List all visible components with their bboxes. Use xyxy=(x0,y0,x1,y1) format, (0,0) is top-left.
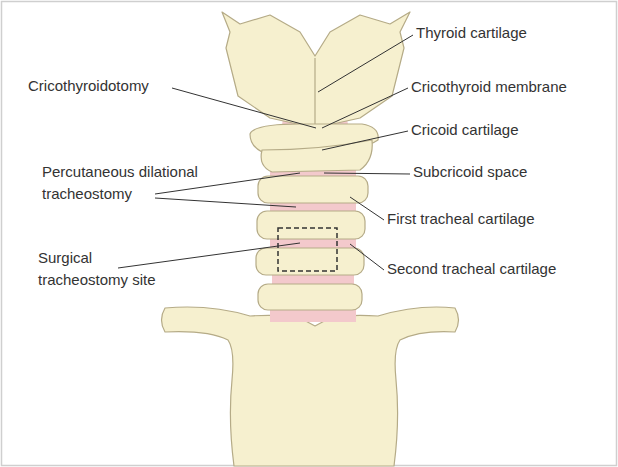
thyroid-cartilage xyxy=(222,12,410,128)
tracheal-ring xyxy=(258,284,362,310)
anatomy-label: Surgical tracheostomy site xyxy=(38,247,173,291)
leader-line xyxy=(155,198,296,207)
anatomy-label: Subcricoid space xyxy=(413,161,613,183)
anatomy-label: Cricothyroidotomy xyxy=(28,75,188,97)
anatomy-label: First tracheal cartilage xyxy=(387,208,612,230)
anatomy-label: Percutaneous dilational tracheostomy xyxy=(42,161,222,205)
anatomy-label: Cricoid cartilage xyxy=(411,119,611,141)
anatomy-label: Cricothyroid membrane xyxy=(411,76,611,98)
sternum-clavicles xyxy=(162,307,459,466)
leader-line xyxy=(350,244,384,270)
tracheal-ring xyxy=(258,176,368,203)
leader-line xyxy=(322,88,408,128)
leader-line xyxy=(172,88,316,128)
leader-line xyxy=(350,197,384,220)
surgical-site-outline xyxy=(278,228,337,271)
tracheal-ring xyxy=(257,211,365,239)
leader-line xyxy=(118,243,300,268)
cricoid-arch xyxy=(261,140,372,172)
leader-line xyxy=(324,173,410,174)
thyroid-midline xyxy=(314,58,315,126)
anatomy-label: Thyroid cartilage xyxy=(416,22,606,44)
leader-line xyxy=(322,131,408,150)
anatomy-label: Second tracheal cartilage xyxy=(387,258,612,280)
leader-line xyxy=(318,35,413,92)
